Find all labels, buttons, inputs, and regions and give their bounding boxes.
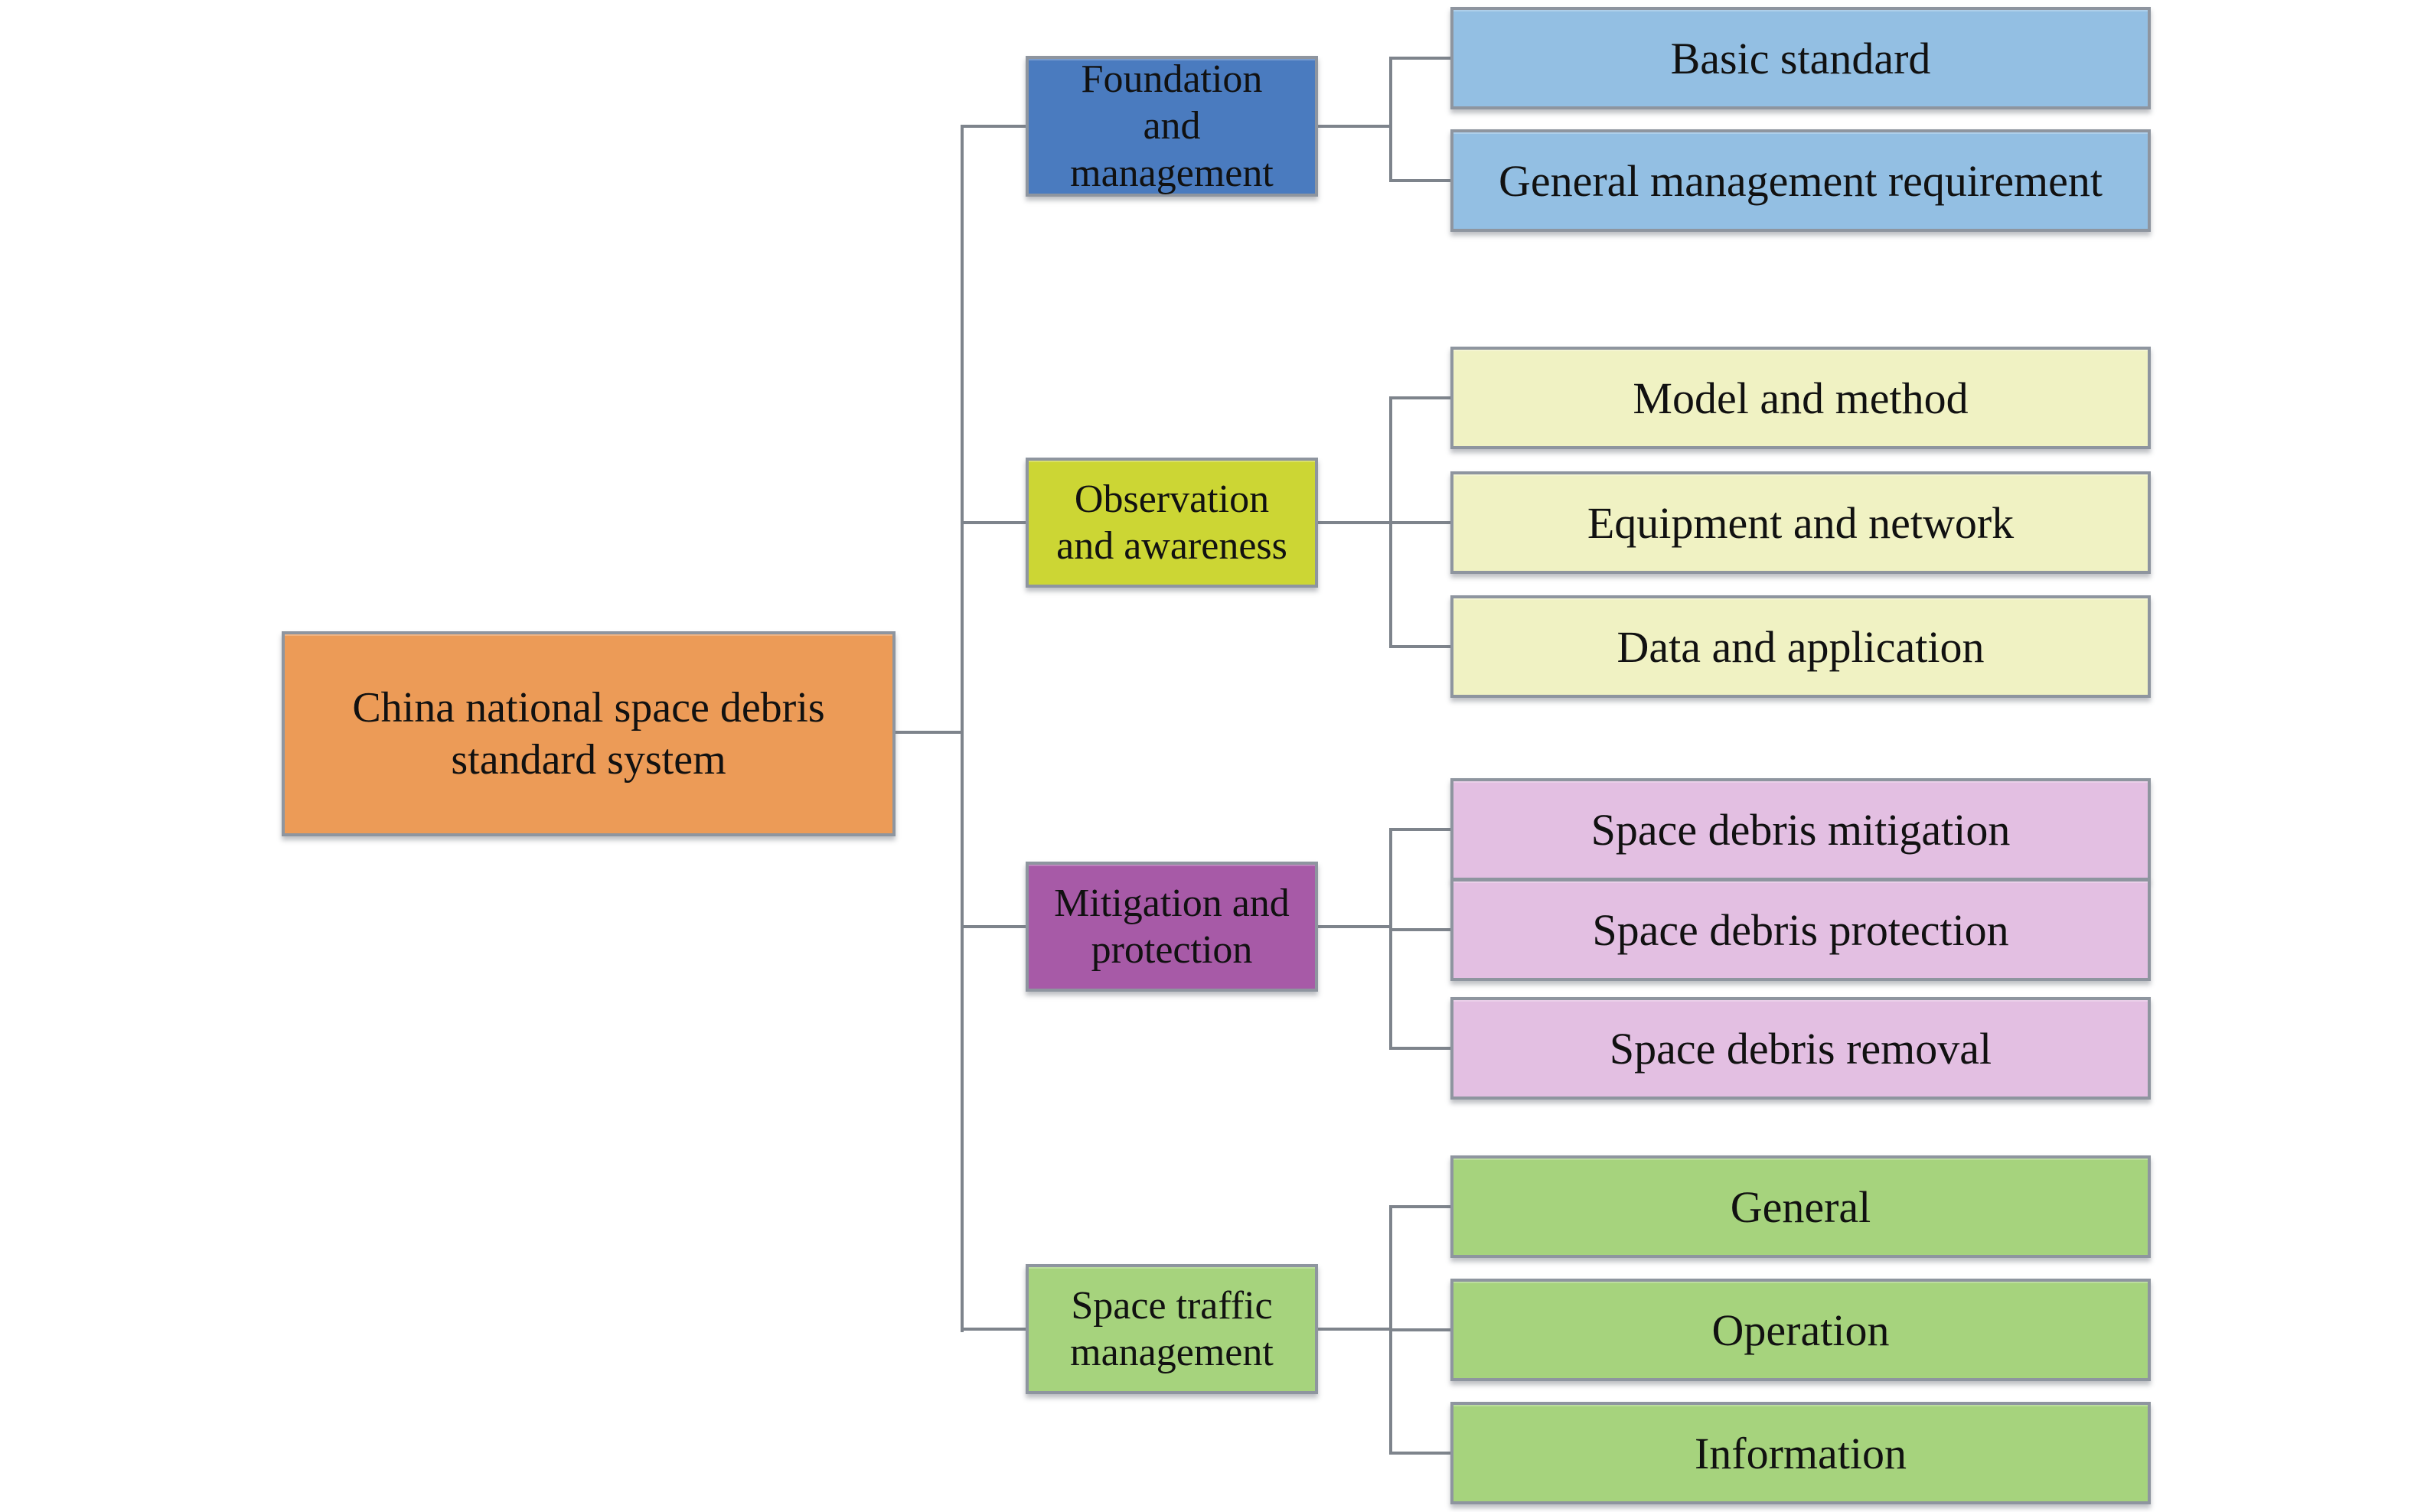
root-node-label: China national space debris standard sys… bbox=[352, 683, 825, 784]
leaf-node-space-debris-mitigation: Space debris mitigation bbox=[1450, 778, 2151, 881]
leaf-node-general: General bbox=[1450, 1155, 2151, 1258]
connector-to-model-and-method bbox=[1389, 396, 1453, 399]
connector-trunk-to-traffic bbox=[961, 1328, 1029, 1331]
connector-to-general-management bbox=[1389, 179, 1453, 182]
leaf-node-equipment-and-network: Equipment and network bbox=[1450, 471, 2151, 574]
leaf-node-space-debris-removal: Space debris removal bbox=[1450, 997, 2151, 1100]
leaf-node-model-and-method: Model and method bbox=[1450, 347, 2151, 449]
branch-node-mitigation-and-protection: Mitigation and protection bbox=[1026, 862, 1318, 992]
leaf-node-data-and-application: Data and application bbox=[1450, 595, 2151, 698]
connector-to-information bbox=[1389, 1452, 1453, 1455]
connector-trunk-to-mitigation bbox=[961, 925, 1029, 928]
branch-node-label: Mitigation and protection bbox=[1054, 881, 1290, 972]
connector-observation-to-children bbox=[1315, 521, 1392, 524]
connector-to-basic-standard bbox=[1389, 57, 1453, 60]
leaf-node-operation: Operation bbox=[1450, 1279, 2151, 1381]
connector-trunk-to-observation bbox=[961, 521, 1029, 524]
connector-to-data-and-application bbox=[1389, 645, 1453, 648]
branch-node-label: Foundation and management bbox=[1070, 57, 1274, 195]
connector-to-space-debris-protection bbox=[1389, 928, 1453, 931]
leaf-node-general-management-requirement: General management requirement bbox=[1450, 129, 2151, 232]
connector-to-space-debris-removal bbox=[1389, 1047, 1453, 1050]
leaf-node-information: Information bbox=[1450, 1402, 2151, 1504]
connector-to-space-debris-mitigation bbox=[1389, 828, 1453, 831]
branch-node-label: Space traffic management bbox=[1070, 1283, 1274, 1374]
connector-mitigation-to-children bbox=[1315, 925, 1392, 928]
branch-node-observation-and-awareness: Observation and awareness bbox=[1026, 458, 1318, 588]
connector-foundation-to-children bbox=[1315, 125, 1392, 128]
root-node-china-national-space-debris-standard-system: China national space debris standard sys… bbox=[282, 631, 896, 836]
connector-trunk-to-foundation bbox=[961, 125, 1029, 128]
leaf-node-basic-standard: Basic standard bbox=[1450, 7, 2151, 109]
leaf-node-space-debris-protection: Space debris protection bbox=[1450, 878, 2151, 981]
connector-foundation-children-rail bbox=[1389, 57, 1392, 182]
branch-node-foundation-and-management: Foundation and management bbox=[1026, 56, 1318, 197]
branch-node-label: Observation and awareness bbox=[1056, 477, 1287, 568]
connector-to-operation bbox=[1389, 1328, 1453, 1331]
connector-to-equipment-and-network bbox=[1389, 521, 1453, 524]
connector-trunk bbox=[961, 125, 964, 1332]
connector-mitigation-children-rail bbox=[1389, 828, 1392, 1050]
connector-traffic-to-children bbox=[1315, 1328, 1392, 1331]
connector-root-to-trunk bbox=[894, 731, 964, 734]
branch-node-space-traffic-management: Space traffic management bbox=[1026, 1264, 1318, 1394]
connector-to-general bbox=[1389, 1205, 1453, 1208]
